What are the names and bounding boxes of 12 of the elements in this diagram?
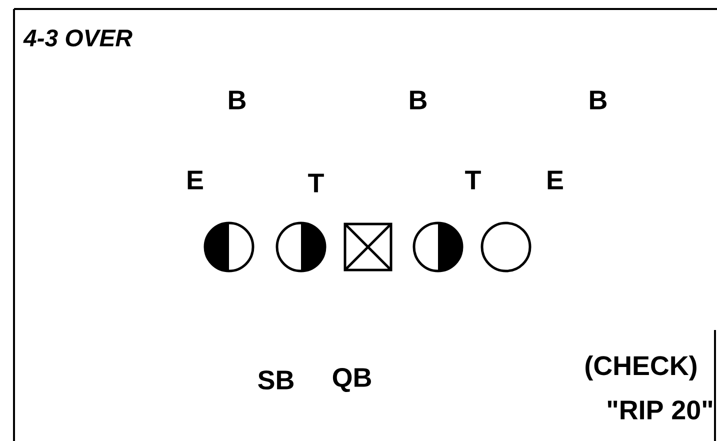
title: 4-3 OVER xyxy=(23,30,132,46)
position-label: QB xyxy=(332,368,371,392)
position-label: E xyxy=(188,170,203,190)
position-label: SB xyxy=(258,370,294,390)
position-label: T xyxy=(308,174,324,192)
position-label: "RIP 20" xyxy=(608,400,712,420)
position-label: B xyxy=(410,90,426,110)
position-label: B xyxy=(590,90,606,110)
position-label: T xyxy=(465,170,481,190)
position-label: (CHECK) xyxy=(586,355,696,381)
position-label: B xyxy=(229,90,246,110)
position-label: E xyxy=(548,170,563,190)
